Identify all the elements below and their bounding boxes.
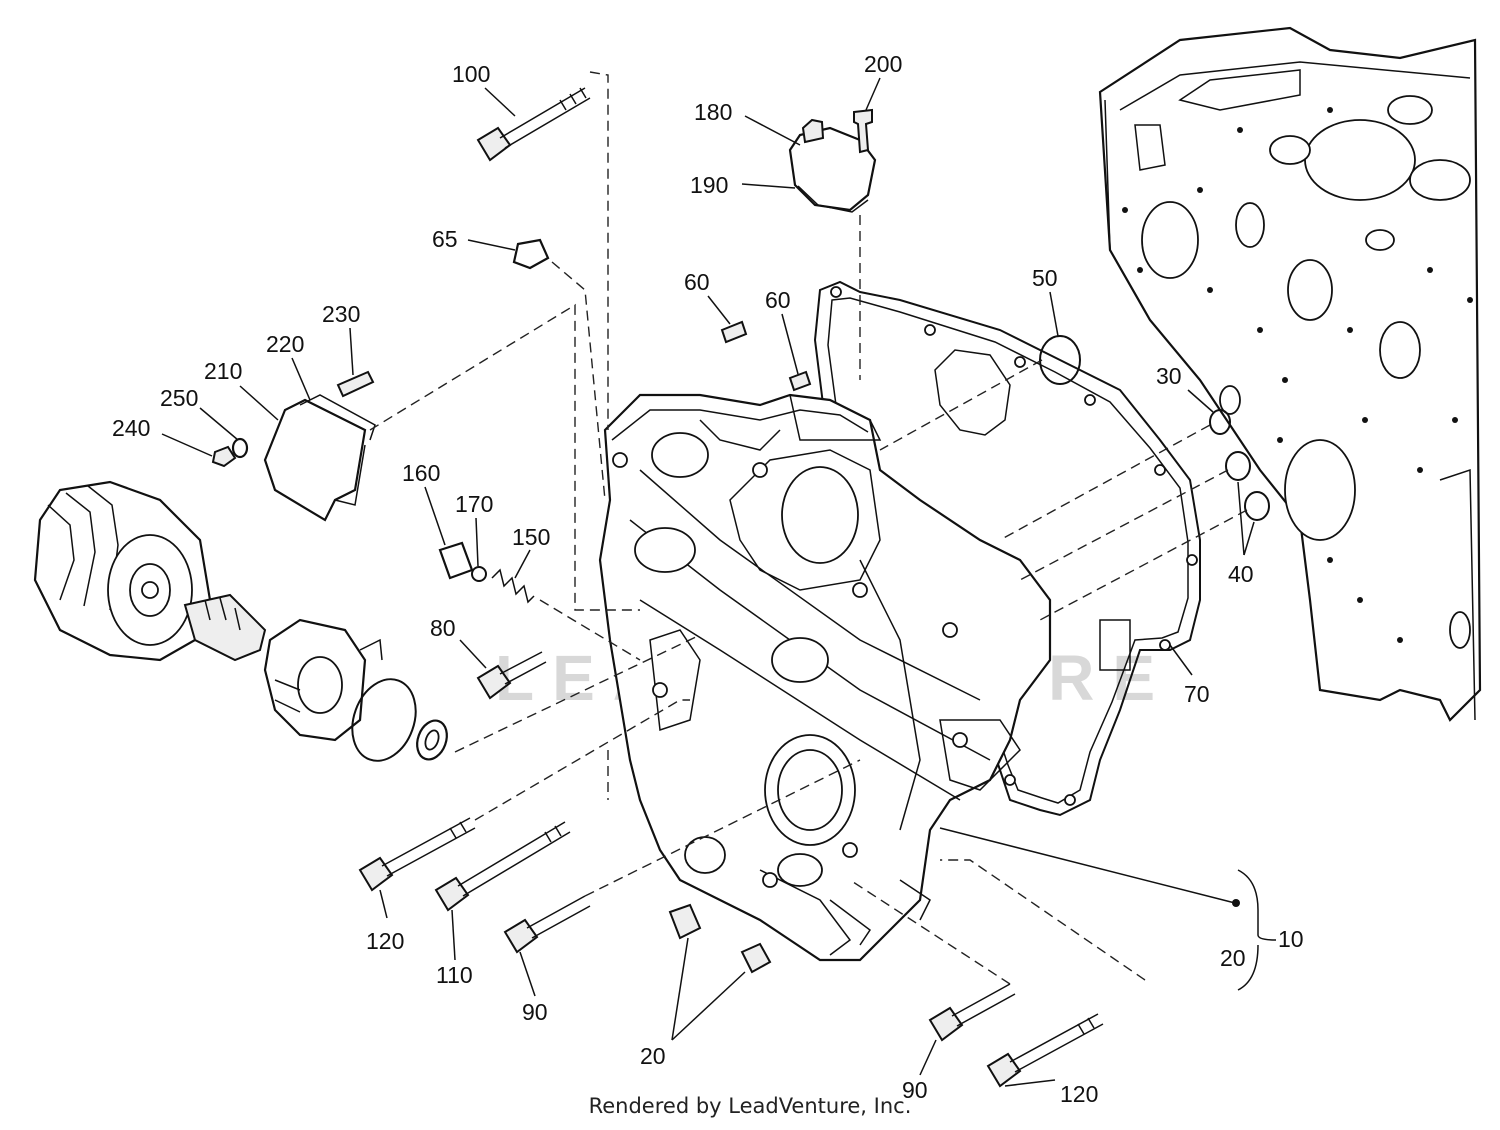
o-ring-30 [1209,409,1231,435]
nut-240 [211,445,237,468]
bolt-90-b [928,983,1016,1042]
thermostat-cover-180 [788,118,877,212]
plug-65 [512,238,550,270]
bolt-120-b [986,1013,1104,1088]
callout-90-a: 90 [522,999,548,1025]
leader-lines [161,77,1277,1087]
callout-120-a: 120 [366,928,404,954]
o-ring-50 [1039,335,1081,385]
washer-250 [231,437,249,459]
callout-20-right: 20 [1220,945,1246,971]
spring-150 [491,568,535,604]
bolt-100 [476,87,591,162]
callout-210: 210 [204,358,242,384]
valve-160 [438,541,474,580]
callout-240: 240 [112,415,150,441]
assembly-dot [1232,899,1240,907]
bolt-80 [476,651,547,700]
ring-170 [471,566,487,582]
callout-60-b: 60 [765,287,791,313]
seal-cooler [416,719,448,761]
alignment-lines [369,71,1248,985]
gear-case [598,393,1052,962]
callout-160: 160 [402,460,440,486]
o-ring-cooler [351,678,417,762]
oil-cooler [263,618,383,742]
stud-230 [336,370,375,398]
callouts: 100 200 180 190 65 60 60 50 230 220 210 … [112,51,1304,1107]
filter-adapter-pipe [183,593,267,662]
callout-90-b: 90 [902,1077,928,1103]
gasket-190 [797,185,869,213]
callout-40: 40 [1228,561,1254,587]
callout-110: 110 [436,962,473,988]
callout-20-bottom: 20 [640,1043,666,1069]
o-ring-40-b [1244,491,1270,521]
block-bolt-holes [1122,107,1473,643]
pin-60-a [720,320,748,344]
callout-60-a: 60 [684,269,710,295]
callout-10: 10 [1278,926,1304,952]
engine-block [1098,26,1482,722]
plug-20-a [668,903,702,940]
cover-plate-210 [263,394,376,522]
oil-filter [33,480,212,662]
bolt-110 [434,821,571,912]
callout-150: 150 [512,524,550,550]
callout-70: 70 [1184,681,1210,707]
callout-80: 80 [430,615,456,641]
callout-230: 230 [322,301,360,327]
callout-200: 200 [864,51,902,77]
callout-65: 65 [432,226,458,252]
callout-170: 170 [455,491,493,517]
callout-190: 190 [690,172,728,198]
callout-120-b: 120 [1060,1081,1098,1107]
bolt-120-a [358,817,476,892]
o-ring-40-a [1225,451,1251,481]
render-credit: Rendered by LeadVenture, Inc. [588,1094,912,1118]
pin-60-b [788,370,812,392]
callout-100: 100 [452,61,490,87]
plug-20-b [740,942,772,974]
callout-180: 180 [694,99,732,125]
callout-30: 30 [1156,363,1182,389]
bolt-90-a [503,895,591,954]
callout-220: 220 [266,331,304,357]
callout-50: 50 [1032,265,1058,291]
bolt-200 [853,108,873,154]
callout-250: 250 [160,385,198,411]
